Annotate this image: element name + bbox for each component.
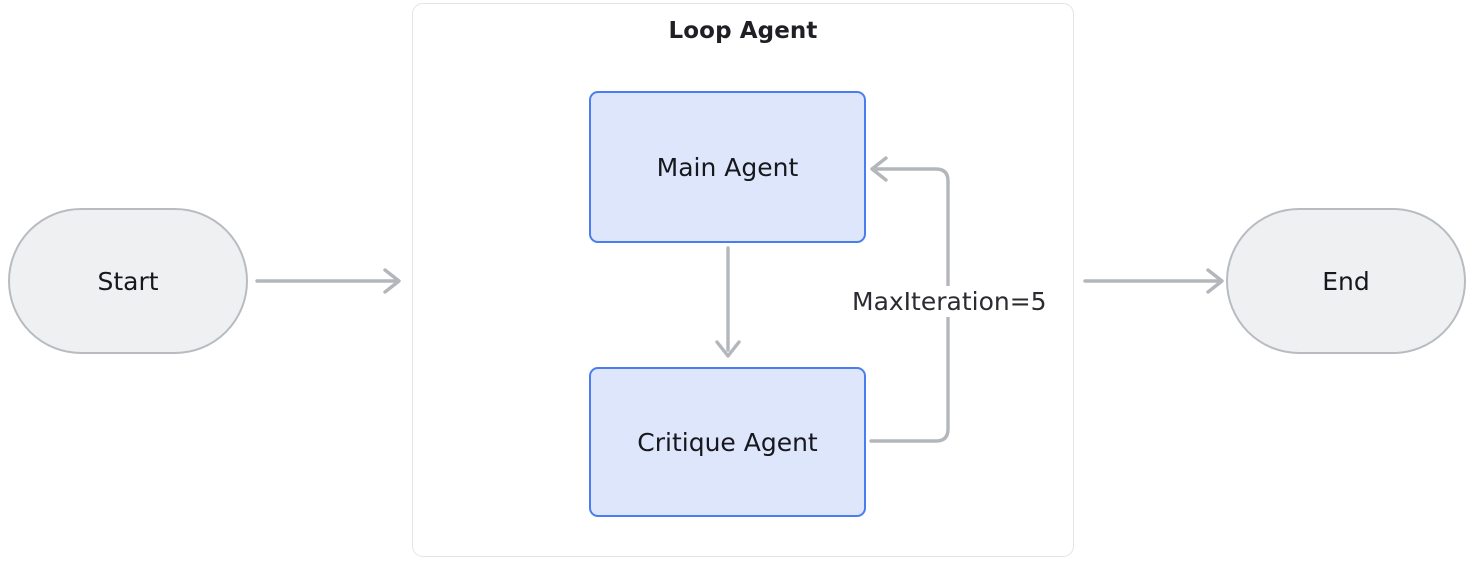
node-critique-agent[interactable]: Critique Agent <box>589 367 866 517</box>
edge-label-max-iteration: MaxIteration=5 <box>846 286 1053 317</box>
loop-agent-group[interactable] <box>412 3 1074 557</box>
edge-critique-to-main-arrowhead <box>870 156 888 182</box>
edge-start-to-loop-arrowhead <box>383 268 401 294</box>
node-start-label: Start <box>97 266 159 296</box>
node-main-agent-label: Main Agent <box>656 152 799 182</box>
node-end-label: End <box>1322 266 1370 296</box>
edge-main-to-critique <box>715 246 741 358</box>
node-end[interactable]: End <box>1226 208 1466 354</box>
edge-start-to-loop <box>255 268 401 294</box>
loop-agent-group-title: Loop Agent <box>668 18 818 44</box>
node-start[interactable]: Start <box>8 208 248 354</box>
node-critique-agent-label: Critique Agent <box>637 427 818 457</box>
edge-main-to-critique-arrowhead <box>715 340 741 358</box>
edge-loop-to-end <box>1083 268 1224 294</box>
edge-loop-to-end-arrowhead <box>1206 268 1224 294</box>
node-main-agent[interactable]: Main Agent <box>589 91 866 243</box>
